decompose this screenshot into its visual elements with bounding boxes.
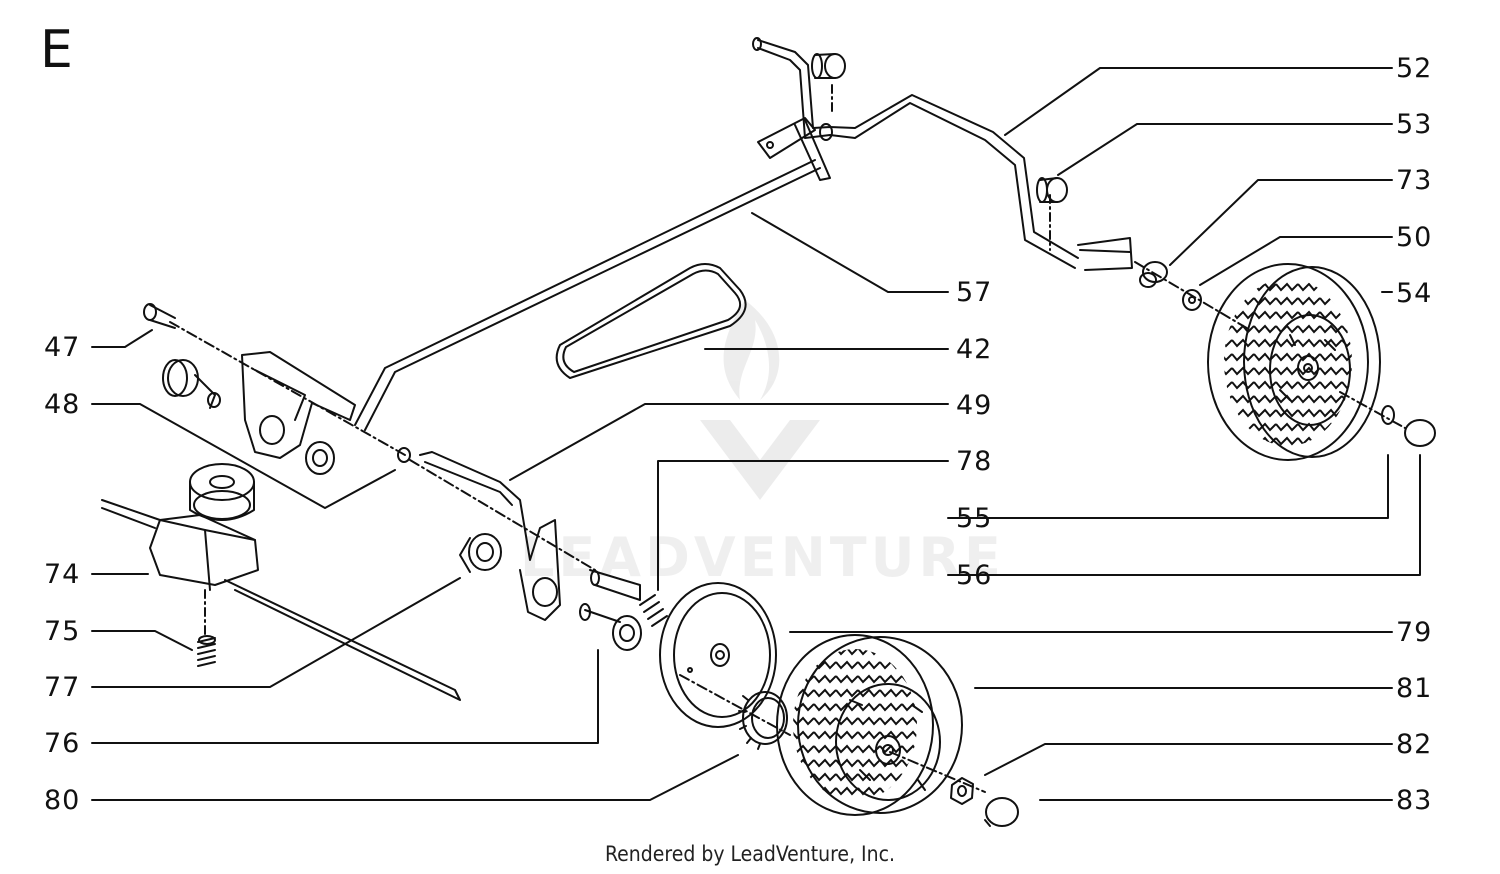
label-82: 82	[1396, 729, 1433, 760]
leader-78	[657, 460, 949, 591]
leader-56	[947, 454, 1421, 576]
leader-76	[91, 649, 599, 744]
leader-53	[1057, 123, 1393, 176]
label-42: 42	[956, 334, 993, 365]
label-81: 81	[1396, 673, 1433, 704]
leader-49	[509, 403, 949, 481]
washer-small	[397, 447, 411, 463]
leader-80	[91, 754, 739, 801]
bushing-upper	[811, 53, 846, 79]
leader-82	[984, 743, 1393, 776]
rear-wheel	[1207, 263, 1381, 461]
transmission-74	[101, 463, 461, 701]
label-48: 48	[44, 389, 81, 420]
bearing-48	[162, 359, 221, 409]
leader-57	[751, 212, 949, 293]
pulley-79	[659, 582, 777, 728]
label-83: 83	[1396, 785, 1433, 816]
label-49: 49	[956, 390, 993, 421]
label-79: 79	[1396, 617, 1433, 648]
spring-75	[197, 635, 216, 667]
leader-77	[91, 577, 461, 688]
label-78: 78	[956, 446, 993, 477]
leader-55	[947, 454, 1389, 519]
hubcap-83	[984, 797, 1019, 827]
leader-47	[91, 329, 153, 348]
pinion-80	[738, 691, 788, 750]
label-80: 80	[44, 785, 81, 816]
leader-50	[1199, 236, 1393, 286]
label-76: 76	[44, 728, 81, 759]
drive-belt	[555, 263, 747, 379]
label-54: 54	[1396, 278, 1433, 309]
label-57: 57	[956, 277, 993, 308]
nut-82	[950, 777, 974, 805]
axle-76	[579, 569, 642, 651]
label-53: 53	[1396, 109, 1433, 140]
spacer-73	[1139, 261, 1168, 288]
rear-axle-crank	[752, 37, 1133, 271]
label-47: 47	[44, 332, 81, 363]
leader-52	[1004, 67, 1393, 136]
label-50: 50	[1396, 222, 1433, 253]
watermark-text: LEADVENTURE	[520, 526, 1005, 589]
leader-73	[1169, 179, 1393, 266]
label-56: 56	[956, 560, 993, 591]
right-bracket	[419, 451, 561, 621]
hubcap-56	[1404, 419, 1436, 447]
footer-credit: Rendered by LeadVenture, Inc.	[605, 842, 895, 866]
leader-48	[91, 403, 396, 509]
left-bracket	[241, 351, 356, 475]
label-75: 75	[44, 616, 81, 647]
leader-75	[91, 630, 193, 651]
section-letter: E	[40, 20, 73, 80]
label-74: 74	[44, 559, 81, 590]
bolt-47	[143, 303, 176, 329]
bushing-right	[1036, 177, 1068, 203]
bushing-77	[459, 533, 502, 573]
label-55: 55	[956, 503, 993, 534]
front-wheel	[776, 634, 963, 816]
label-73: 73	[1396, 165, 1433, 196]
height-adjust-rod	[354, 117, 831, 431]
spring-78	[639, 594, 668, 627]
label-52: 52	[1396, 53, 1433, 84]
label-77: 77	[44, 672, 81, 703]
